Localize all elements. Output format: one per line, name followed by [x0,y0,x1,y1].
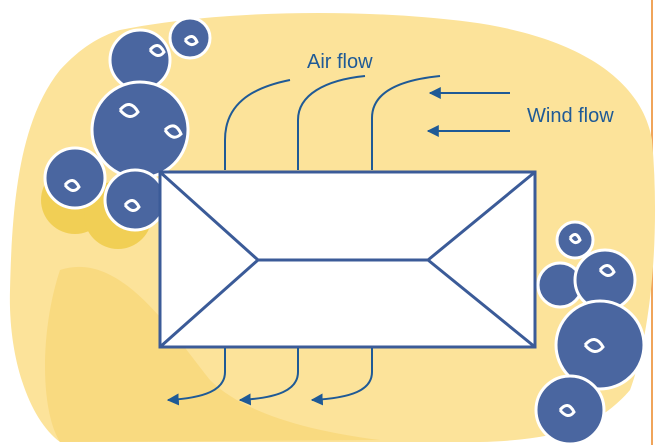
air-flow-label: Air flow [307,51,373,73]
wind-arrows [426,87,510,137]
house [158,170,537,349]
arrow-icon [310,348,373,406]
wind-flow-label: Wind flow [527,105,614,127]
arrow-icon [166,348,226,406]
shrub-icon [41,16,212,249]
arrow-icon [238,348,299,406]
air-flow-lines [224,75,441,170]
shrub-icon [534,220,646,445]
yard-shade [45,266,380,442]
air-flow-exit [166,348,373,406]
